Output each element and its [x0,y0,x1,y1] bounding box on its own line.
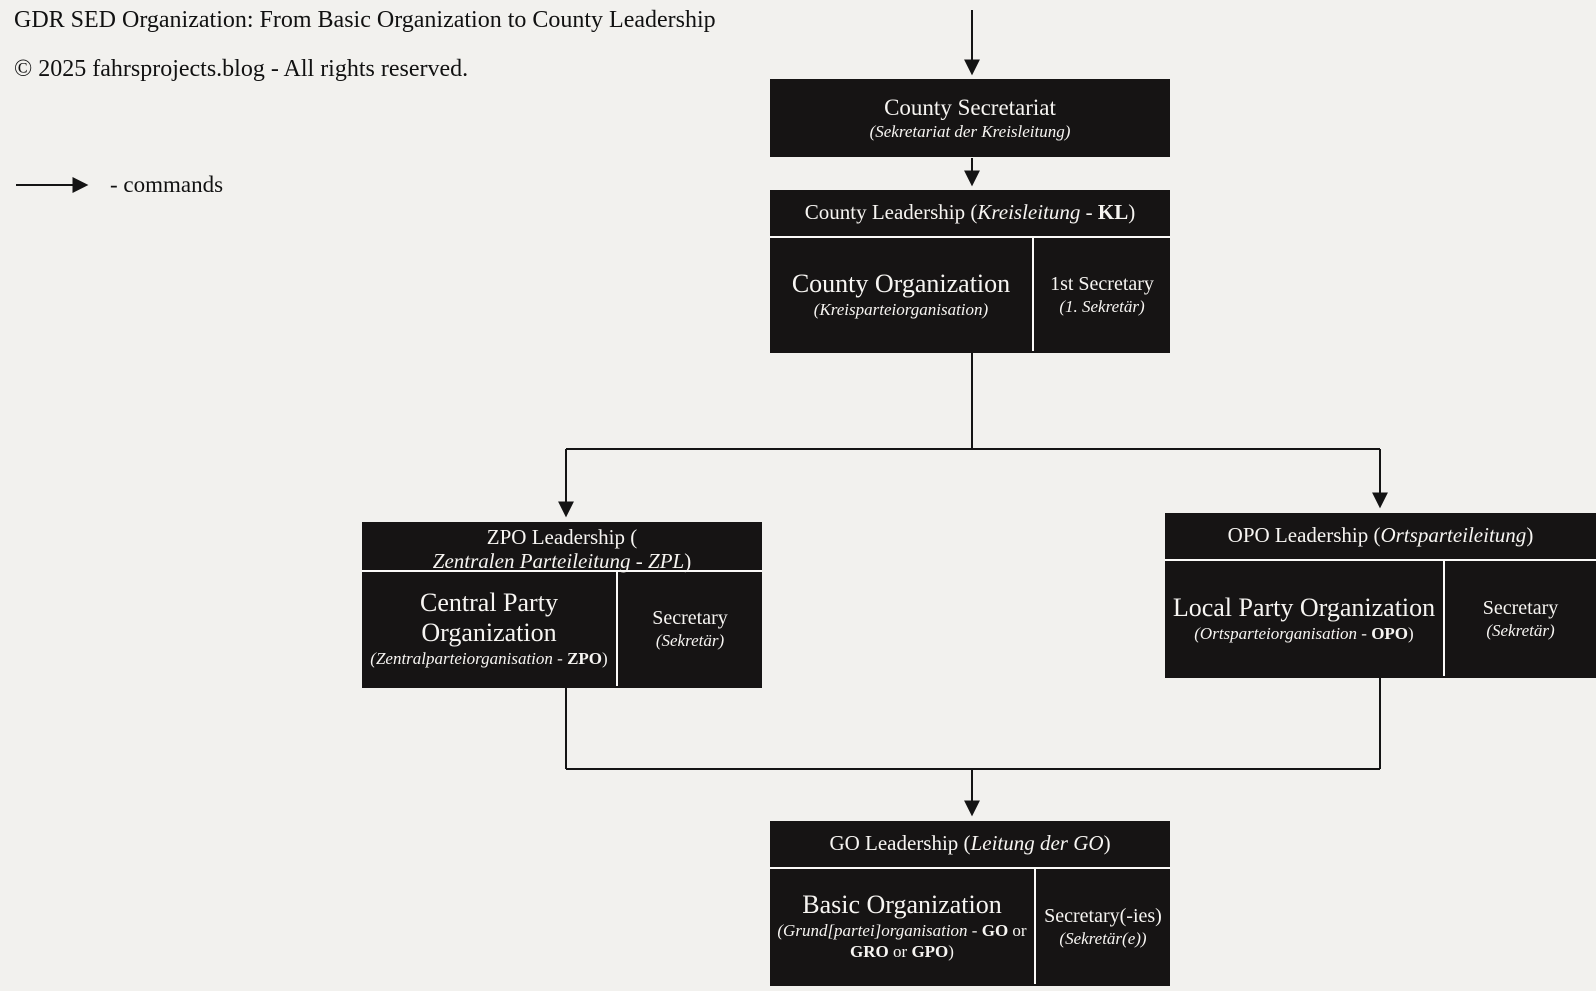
county-secretariat-title: County Secretariat [884,95,1056,120]
page-title: GDR SED Organization: From Basic Organiz… [14,7,716,33]
header-text: ZPO Leadership ( [486,525,638,549]
header-text: OPO Leadership ( [1227,523,1381,548]
central-party-organization-title: Central Party Organization [420,588,558,648]
header-abbreviation: KL [1097,200,1129,225]
go-leadership-body: Basic Organization (Grund[partei]organis… [770,869,1170,984]
connector-leadership-split [566,353,1380,450]
county-leadership-header: County Leadership (Kreisleitung - KL) [770,190,1170,238]
legend-commands: - commands [14,172,223,198]
first-secretary-cell: 1st Secretary (1. Sekretär) [1034,238,1170,351]
header-text: ) [1526,523,1534,548]
header-text: ) [1103,831,1111,856]
local-party-organization-title: Local Party Organization [1172,592,1436,622]
opo-leadership-body: Local Party Organization (Ortsparteiorga… [1165,561,1596,676]
county-leadership-group: County Leadership (Kreisleitung - KL) Co… [770,190,1170,353]
header-german-term: Kreisleitung [977,200,1081,225]
zpo-leadership-group: ZPO Leadership (Zentralen Parteileitung … [362,522,762,688]
header-text: GO Leadership ( [829,831,971,856]
header-german-term: Zentralen Parteileitung - ZPL [432,548,685,573]
county-organization-cell: County Organization (Kreisparteiorganisa… [770,238,1034,351]
basic-organization-title: Basic Organization [802,890,1002,920]
opo-secretary-subtitle: (Sekretär) [1486,620,1555,640]
county-leadership-body: County Organization (Kreisparteiorganisa… [770,238,1170,351]
connector-zpo-opo-merge [565,678,1381,770]
county-organization-subtitle: (Kreisparteiorganisation) [813,299,989,319]
county-secretariat-box: County Secretariat (Sekretariat der Krei… [770,79,1170,157]
first-secretary-subtitle: (1. Sekretär) [1059,296,1145,316]
basic-organization-subtitle: (Grund[partei]organisation - GO or GRO o… [777,921,1027,962]
local-party-organization-cell: Local Party Organization (Ortsparteiorga… [1165,561,1445,676]
header-german-term: Ortsparteileitung [1380,523,1527,548]
zpo-leadership-body: Central Party Organization (Zentralparte… [362,572,762,686]
zpo-secretary-title: Secretary [652,607,728,630]
header-text: ) [684,548,692,573]
first-secretary-title: 1st Secretary [1050,272,1154,295]
zpo-leadership-header: ZPO Leadership (Zentralen Parteileitung … [362,522,762,573]
central-party-organization-cell: Central Party Organization (Zentralparte… [362,572,618,686]
go-leadership-group: GO Leadership (Leitung der GO) Basic Org… [770,821,1170,986]
copyright-notice: © 2025 fahrsprojects.blog - All rights r… [14,56,469,82]
county-organization-title: County Organization [791,268,1011,298]
go-leadership-header: GO Leadership (Leitung der GO) [770,821,1170,869]
basic-organization-cell: Basic Organization (Grund[partei]organis… [770,869,1036,984]
opo-secretary-title: Secretary [1482,596,1559,619]
zpo-secretary-subtitle: (Sekretär) [655,631,725,651]
header-text: - [1080,200,1098,225]
opo-secretary-cell: Secretary (Sekretär) [1445,561,1596,676]
legend-label: - commands [110,172,224,197]
local-party-organization-subtitle: (Ortsparteiorganisation - OPO) [1194,623,1414,643]
header-text: County Leadership ( [804,200,978,225]
header-german-term: Leitung der GO [970,831,1104,856]
go-secretary-title: Secretary(-ies) [1044,904,1162,927]
go-secretary-cell: Secretary(-ies) (Sekretär(e)) [1036,869,1170,984]
commands-arrow-icon [16,177,89,193]
header-text: ) [1128,200,1136,225]
opo-leadership-header: OPO Leadership (Ortsparteileitung) [1165,513,1596,561]
go-secretary-subtitle: (Sekretär(e)) [1059,928,1147,948]
county-secretariat-subtitle: (Sekretariat der Kreisleitung) [869,121,1071,141]
zpo-secretary-cell: Secretary (Sekretär) [618,572,762,686]
central-party-organization-subtitle: (Zentralparteiorganisation - ZPO) [370,649,608,669]
opo-leadership-group: OPO Leadership (Ortsparteileitung) Local… [1165,513,1596,678]
